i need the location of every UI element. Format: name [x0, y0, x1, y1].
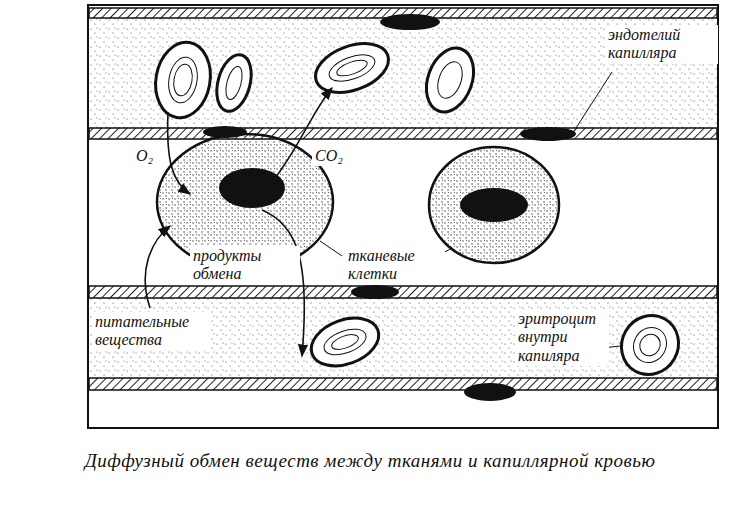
leader-lines: [320, 72, 620, 348]
diagram-label: тканевые клетки: [345, 246, 445, 285]
figure-caption: Диффузный обмен веществ между тканями и …: [20, 447, 720, 476]
diagram-label: питательные вещества: [92, 312, 210, 351]
diagram-label: продукты обмена: [190, 246, 300, 285]
endothelium-wall: [89, 286, 717, 298]
endothelium-wall: [89, 128, 717, 139]
endothelium-wall: [89, 378, 717, 390]
capillary-lumen: [89, 18, 717, 128]
erythrocytes: [150, 34, 689, 385]
diagram-label: O₂: [133, 146, 156, 166]
callout-label: эндотелий капилляра: [605, 25, 718, 64]
diagram-label: CO₂: [312, 146, 346, 166]
frame: [88, 5, 718, 428]
callout-label: эритроцит внутри капиляра: [515, 309, 609, 366]
capillary-band: эндотелий капилляра: [88, 5, 718, 140]
